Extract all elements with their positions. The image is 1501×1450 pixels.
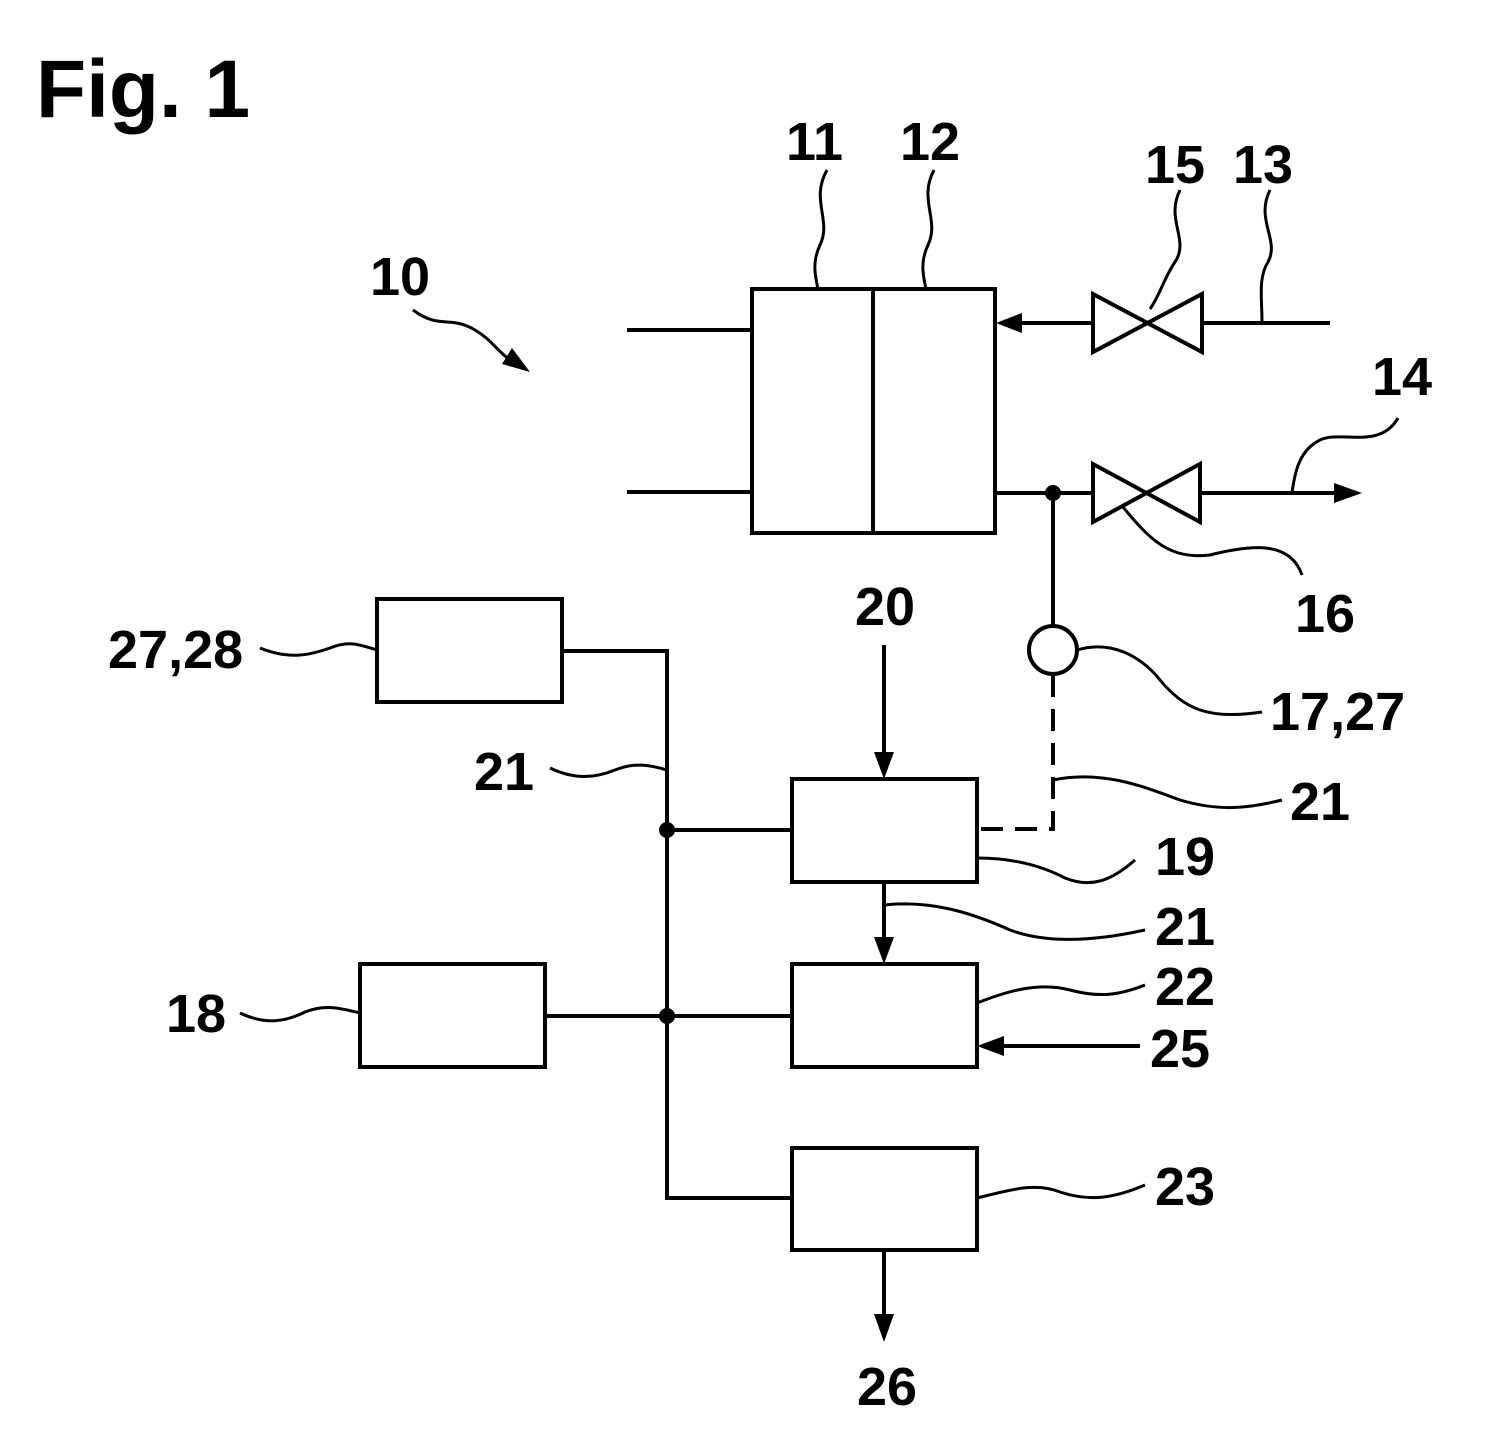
leader-12: [921, 169, 936, 290]
label-25: 25: [1150, 1019, 1210, 1079]
label-14: 14: [1372, 347, 1432, 407]
label-19: 19: [1155, 827, 1215, 887]
input-25-arrowhead: [977, 1036, 1004, 1056]
label-23: 23: [1155, 1157, 1215, 1217]
figure-title: Fig. 1: [36, 44, 250, 135]
label-27-28: 27,28: [108, 620, 243, 680]
label-17-27: 17,27: [1270, 682, 1405, 742]
label-16: 16: [1295, 584, 1355, 644]
block-22: [790, 962, 979, 1069]
leader-17-27: [1076, 645, 1263, 717]
label-15: 15: [1145, 135, 1205, 195]
leader-11: [813, 169, 829, 290]
exhaust-arrowhead: [1334, 483, 1362, 503]
label-21-dashed: 21: [1290, 772, 1350, 832]
leader-18: [239, 1005, 361, 1023]
label-22: 22: [1155, 957, 1215, 1017]
label-11: 11: [786, 112, 843, 172]
leader-21-dashed: [1052, 775, 1283, 810]
leader-19: [976, 856, 1136, 885]
label-21-arrow: 21: [1155, 897, 1215, 957]
leader-16: [1121, 506, 1304, 576]
supply-arrowhead: [996, 313, 1022, 333]
bus-line-21: [562, 649, 792, 1200]
bus-junction-19-dot: [659, 822, 675, 838]
leader-15: [1148, 189, 1182, 310]
block-23: [790, 1146, 979, 1252]
leader-10-arrowhead: [502, 348, 530, 372]
leader-10: [412, 308, 511, 362]
leader-27-28: [259, 642, 378, 657]
sensor-signal-dashed: [977, 675, 1055, 831]
valve-15-icon: [1091, 290, 1204, 356]
block-18: [358, 962, 547, 1069]
block-19: [790, 777, 979, 884]
label-21-left: 21: [474, 742, 534, 802]
input-20-arrowhead: [874, 752, 894, 779]
label-12: 12: [900, 112, 960, 172]
label-20: 20: [855, 577, 915, 637]
label-18: 18: [166, 984, 226, 1044]
leader-21-arrow: [883, 902, 1146, 941]
leader-13: [1259, 189, 1273, 324]
block19-to-22-arrowhead: [874, 937, 894, 964]
label-13: 13: [1233, 135, 1293, 195]
label-26: 26: [857, 1357, 917, 1417]
sensor-17-icon: [1027, 624, 1079, 676]
leader-22: [976, 983, 1146, 1005]
label-10: 10: [370, 247, 430, 307]
valve-16-icon: [1091, 460, 1202, 526]
leader-21-left: [549, 763, 668, 778]
leader-23: [976, 1183, 1146, 1200]
leader-14: [1290, 417, 1400, 494]
block-27-28: [375, 597, 564, 704]
bus-junction-22-dot: [659, 1008, 675, 1024]
output-26-arrowhead: [874, 1314, 894, 1342]
